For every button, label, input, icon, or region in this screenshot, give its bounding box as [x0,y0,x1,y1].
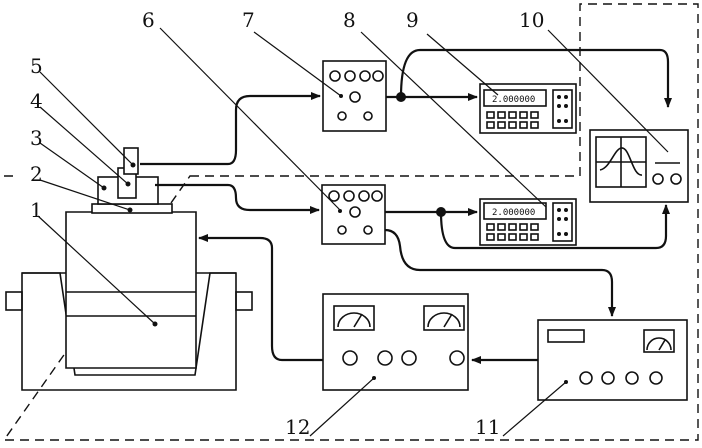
leader-lines [37,27,669,437]
label-4: 4 [30,89,43,113]
frequency-counter-top: 2.000000 [479,83,577,134]
amplifier-bottom [321,184,386,245]
label-7: 7 [242,8,255,32]
vibration-table [5,211,253,391]
label-11: 11 [475,415,500,439]
amplifier-top [322,60,387,132]
frequency-counter-bottom: 2.000000 [479,198,577,246]
label-9: 9 [406,8,419,32]
signal-generator [537,319,688,401]
label-2: 2 [30,162,43,186]
label-5: 5 [30,54,43,78]
label-3: 3 [30,126,43,150]
oscilloscope [589,129,689,203]
counter-bottom-display: 2.000000 [492,208,535,218]
dashed-enclosure-lower [2,3,699,441]
signal-wires [140,48,672,364]
label-1: 1 [30,198,43,222]
counter-top-display: 2.000000 [492,95,535,105]
power-amplifier [322,293,469,391]
label-8: 8 [343,8,356,32]
label-12: 12 [285,415,310,439]
label-10: 10 [519,8,544,32]
label-6: 6 [142,8,155,32]
test-fixture [91,147,173,214]
